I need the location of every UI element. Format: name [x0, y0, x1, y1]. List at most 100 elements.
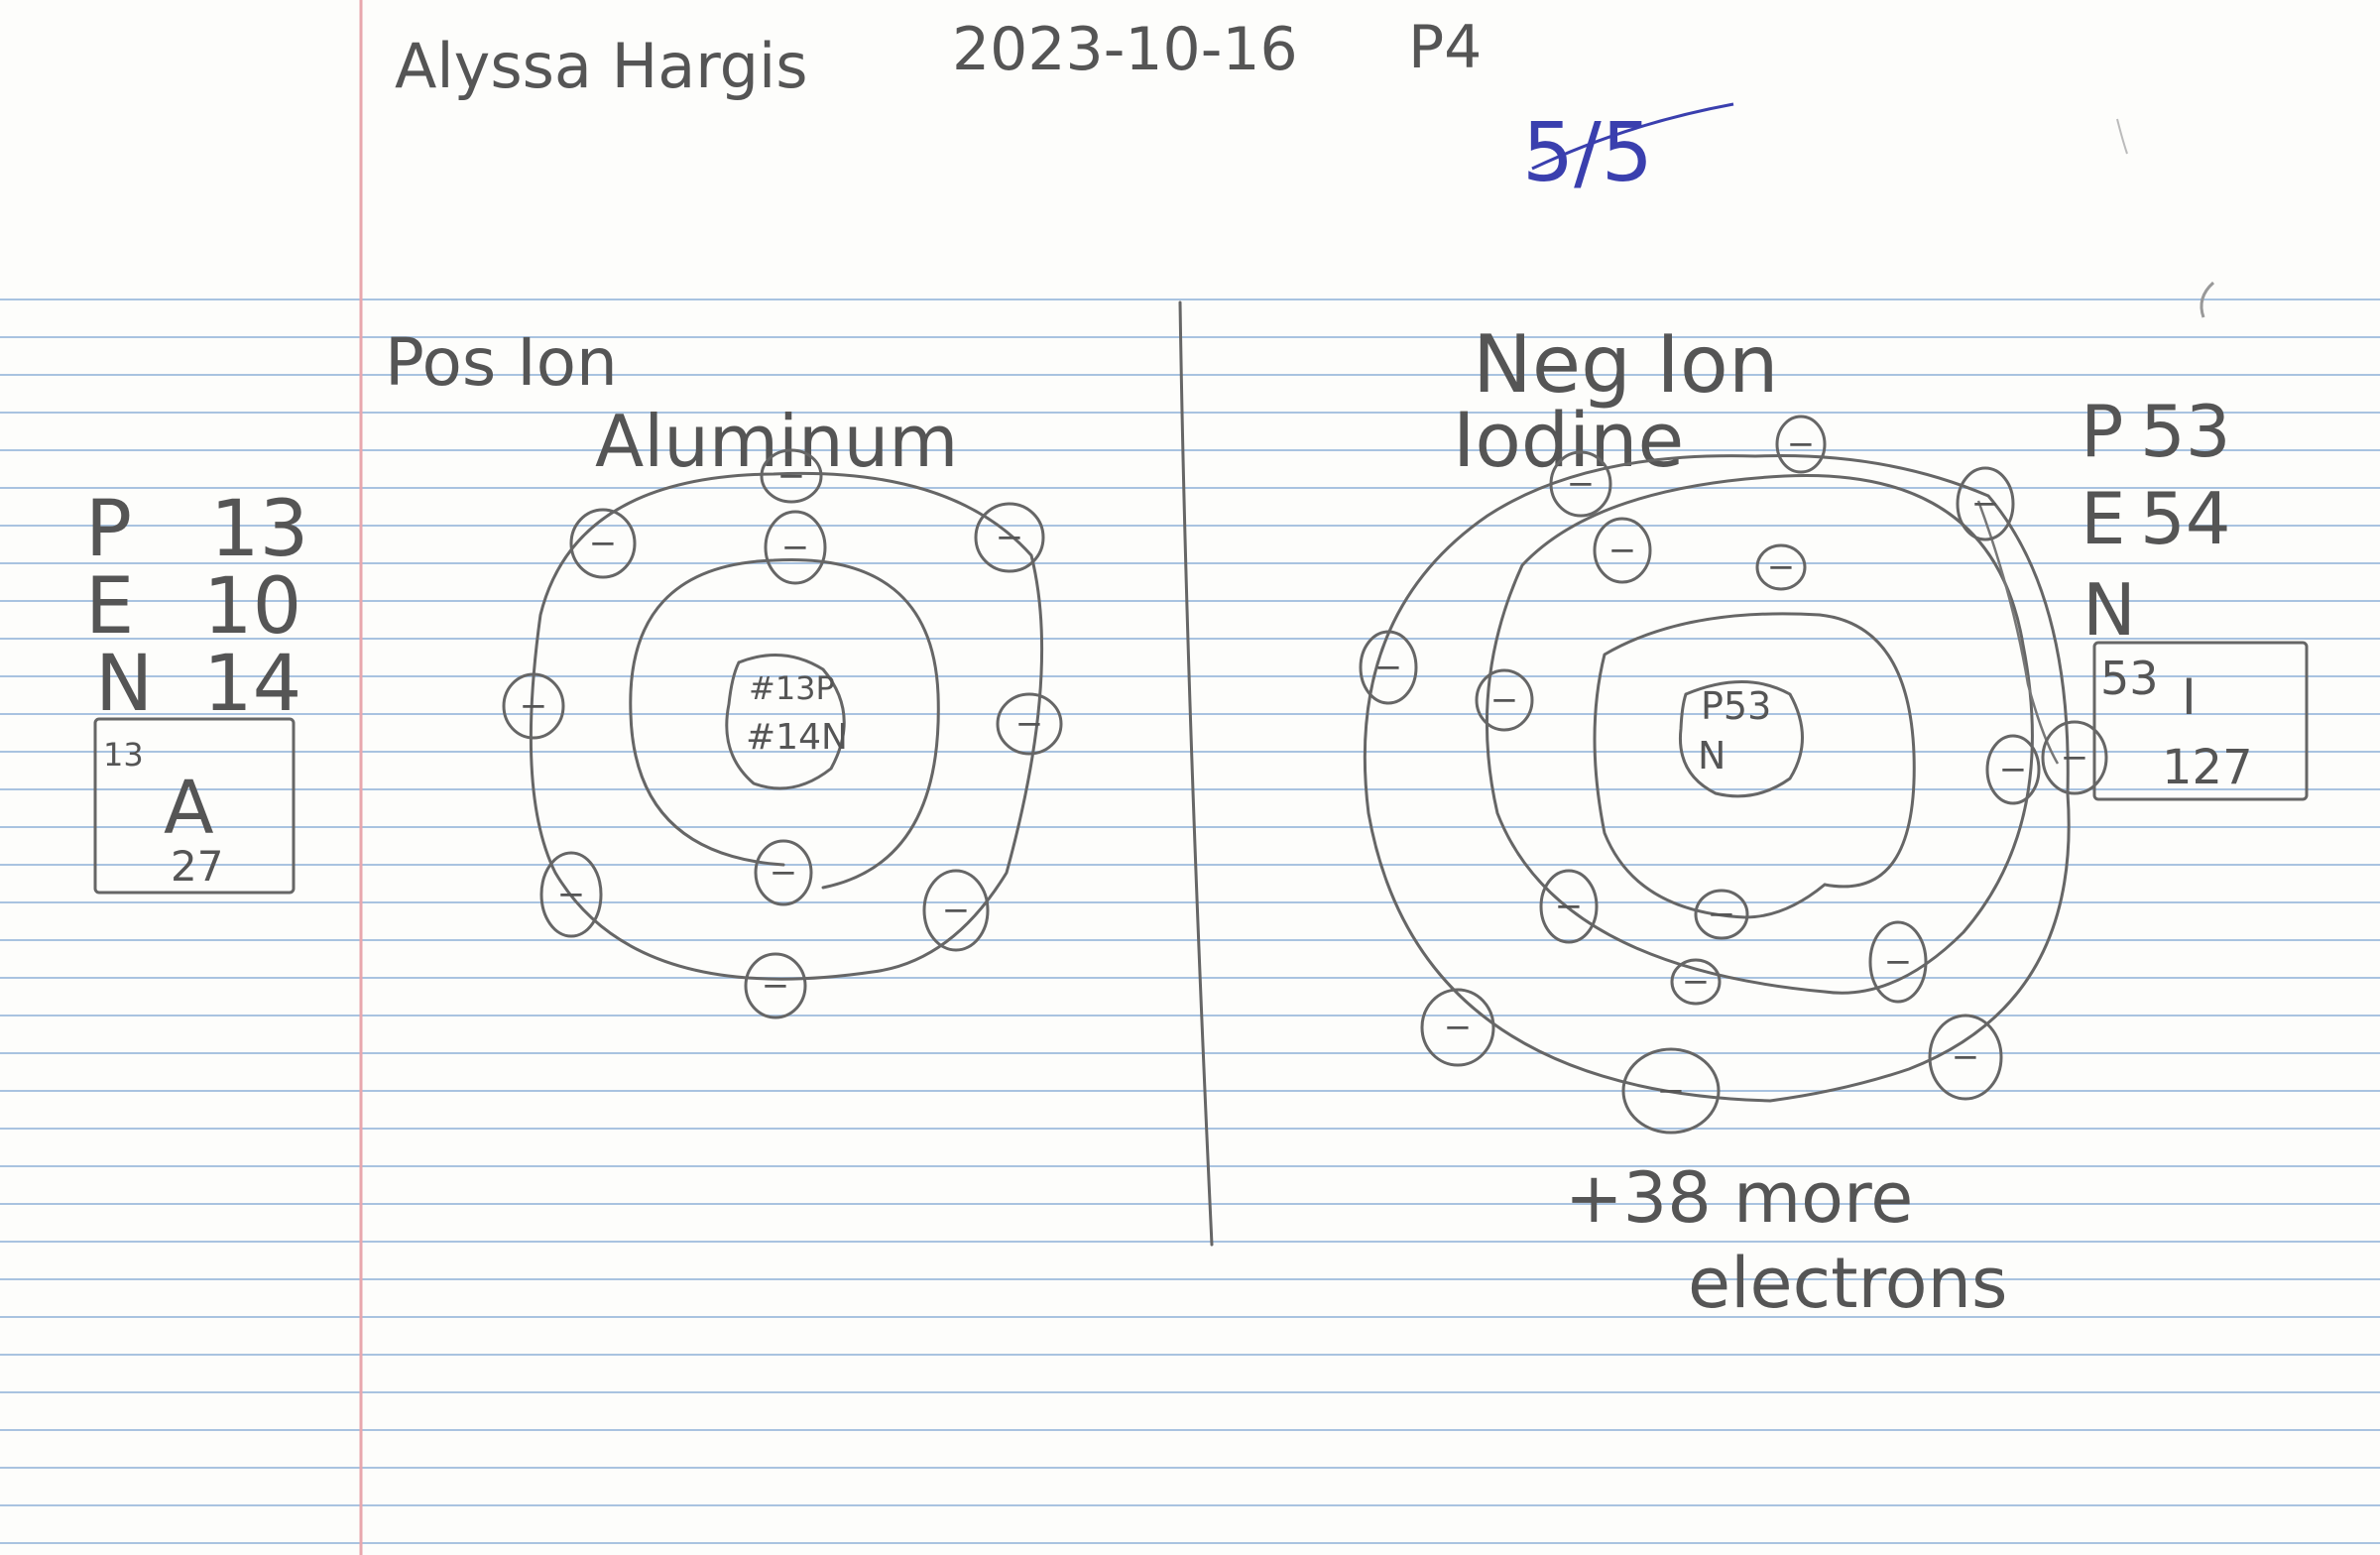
left-count-n-value: 14 [203, 640, 301, 729]
left-tile-atomic-number: 13 [103, 736, 144, 774]
electron-charge-sign: − [996, 518, 1024, 557]
right-electron: − [1549, 450, 1612, 518]
electron-charge-sign: − [762, 966, 790, 1006]
electron-charge-sign: − [1015, 704, 1044, 744]
electron-charge-sign: − [1555, 887, 1584, 926]
left-tile-mass: 27 [171, 842, 223, 891]
electron-charge-sign: − [1657, 1071, 1686, 1111]
left-electron: − [922, 869, 990, 952]
right-electron: − [2041, 720, 2108, 795]
electron-charge-sign: − [1608, 531, 1637, 570]
electron-charge-sign: − [520, 686, 548, 726]
right-electron: − [1694, 889, 1749, 940]
electron-charge-sign: − [1767, 547, 1796, 587]
left-element-tile [93, 717, 296, 895]
right-middle-shell [1485, 473, 2034, 995]
left-electron: − [502, 672, 565, 740]
left-electron: − [760, 448, 823, 504]
paper-smudge-mark [2200, 281, 2215, 318]
right-nucleus-protons: P53 [1701, 684, 1771, 728]
left-heading: Pos Ion [385, 324, 618, 401]
left-nucleus-protons: #13P [749, 669, 835, 707]
left-electron: − [974, 502, 1045, 573]
right-electron: − [1775, 415, 1827, 474]
electron-charge-sign: − [1682, 962, 1711, 1002]
right-nucleus: P53 N [1678, 680, 1804, 798]
right-count-e-value: 54 [2140, 477, 2231, 560]
electron-charge-sign: − [557, 875, 586, 914]
right-electron: − [1928, 1014, 2003, 1101]
left-count-p-value: 13 [210, 485, 308, 574]
rule-line-group [0, 299, 2380, 1544]
electron-charge-sign: − [1708, 895, 1736, 934]
right-electron: − [1985, 734, 2041, 805]
left-electron: − [764, 510, 827, 585]
electron-charge-sign: − [1971, 484, 2000, 524]
right-note-line2: electrons [1688, 1243, 2007, 1324]
electron-charge-sign: − [1374, 648, 1403, 687]
right-count-p-value: 53 [2140, 390, 2231, 473]
left-inner-shell [629, 557, 940, 890]
right-element-tile [2092, 641, 2309, 801]
right-count-e-letter: E [2081, 477, 2126, 560]
grade-score: 5/5 [1522, 106, 1653, 200]
left-count-n-letter: N [95, 640, 153, 729]
right-heading: Neg Ion [1473, 318, 1779, 411]
right-electron: − [1670, 958, 1722, 1006]
right-electron: − [1475, 668, 1534, 732]
electron-charge-sign: − [781, 528, 810, 567]
electron-charge-sign: − [942, 891, 971, 930]
right-electron-group: −−−−−−−−−−−−−−−− [1359, 415, 2108, 1135]
right-tile-atomic-number: 53 [2100, 652, 2159, 705]
right-element-name: Iodine [1453, 396, 1684, 484]
electron-charge-sign: − [1999, 750, 2028, 789]
left-element-name: Aluminum [595, 400, 958, 483]
electron-charge-sign: − [1490, 680, 1519, 720]
left-tile-symbol: A [164, 766, 214, 851]
assignment-date: 2023-10-16 [952, 15, 1298, 84]
left-electron-group: − − − − − − − − − − [502, 448, 1063, 1019]
right-electron: − [1755, 543, 1807, 591]
electron-charge-sign: − [1567, 464, 1596, 504]
right-electron: − [1359, 630, 1418, 705]
left-count-e-letter: E [85, 562, 134, 652]
right-electron: − [1420, 988, 1495, 1067]
right-outer-shell [1363, 454, 2071, 1103]
left-electron: − [744, 952, 807, 1019]
left-electron: − [569, 508, 637, 579]
right-note-line1: +38 more [1565, 1157, 1913, 1239]
paper-smudge-mark [2116, 118, 2128, 155]
right-count-p-letter: P [2081, 390, 2123, 473]
left-count-e-value: 10 [203, 562, 301, 652]
left-nucleus: #13P #14N [725, 653, 848, 790]
right-inner-shell [1593, 612, 1916, 919]
right-tile-mass: 127 [2162, 740, 2253, 795]
section-divider [1178, 300, 1214, 1247]
left-electron: − [996, 692, 1063, 756]
right-electron: − [1868, 920, 1928, 1004]
left-electron: − [539, 851, 603, 938]
left-nucleus-neutrons: #14N [746, 717, 848, 758]
grade-underline [1531, 102, 1734, 171]
electron-charge-sign: − [770, 853, 798, 893]
class-period: P4 [1408, 13, 1482, 82]
electron-charge-sign: − [777, 456, 806, 496]
electron-charge-sign: − [1444, 1008, 1473, 1047]
right-electron: − [1621, 1047, 1721, 1135]
left-count-p-letter: P [85, 485, 132, 574]
student-name: Alyssa Hargis [395, 30, 808, 102]
electron-charge-sign: − [1787, 424, 1816, 464]
electron-charge-sign: − [589, 524, 618, 563]
right-electron: − [1539, 869, 1599, 944]
right-nucleus-neutrons: N [1698, 734, 1726, 778]
electron-charge-sign: − [1884, 942, 1913, 982]
electron-charge-sign: − [1952, 1037, 1980, 1077]
left-electron: − [754, 839, 813, 906]
right-count-n-letter: N [2082, 568, 2136, 652]
electron-charge-sign: − [2061, 738, 2089, 778]
right-electron: − [1956, 466, 2015, 541]
right-electron: − [1593, 517, 1652, 584]
